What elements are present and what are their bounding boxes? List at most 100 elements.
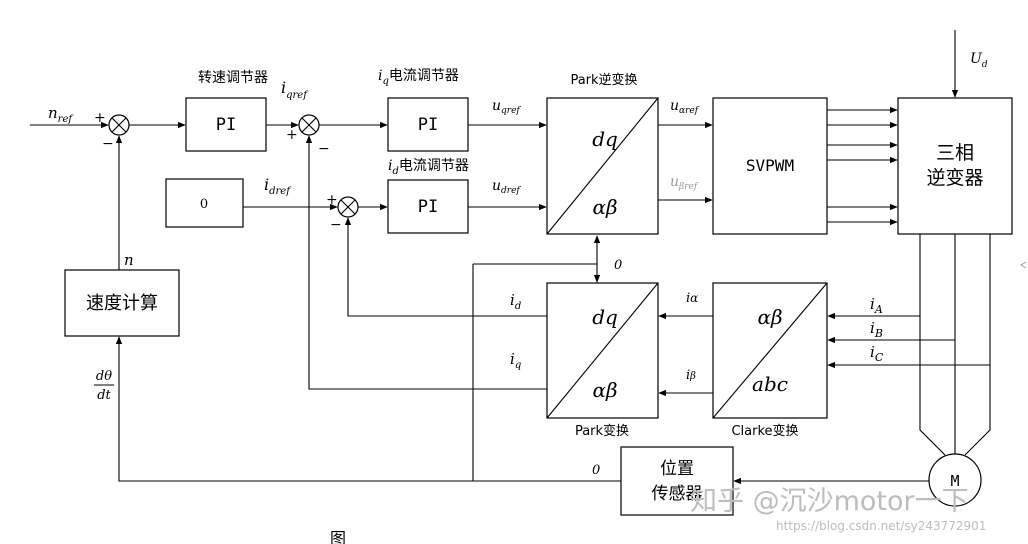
park-diagonal — [546, 282, 659, 419]
id-pi-label: PI — [418, 197, 438, 217]
theta-zero-bottom-label: 0 — [592, 463, 600, 478]
iq-feedback-label: iq — [510, 350, 521, 371]
nref-sym: n — [48, 104, 58, 122]
ic-label: iC — [870, 343, 884, 364]
ia-sub: A — [874, 303, 883, 316]
ia-label: iA — [870, 295, 883, 316]
park-inverse-title: Park逆变换 — [570, 72, 637, 88]
ud-sym: U — [970, 51, 983, 67]
theta-zero-top-label: 0 — [614, 258, 622, 273]
phase-a-line — [919, 234, 946, 456]
speed-pi-block — [185, 97, 267, 152]
zhihu-watermark: 知乎 @沉沙motor一下 — [690, 486, 969, 517]
id-pi-block — [387, 179, 469, 234]
ualpharef-sym: u — [670, 98, 679, 114]
inverter-block — [897, 97, 1013, 235]
iqref-label: iqref — [281, 78, 309, 101]
id-regulator-title: id电流调节器 — [388, 158, 469, 177]
iq-regulator-text: 电流调节器 — [389, 68, 459, 84]
clarke-title: Clarke变换 — [731, 423, 798, 439]
speed-pi-label: PI — [216, 115, 236, 135]
iq-sum-junction — [298, 114, 320, 136]
ialpha-sym: i — [686, 291, 690, 306]
udref-label: udref — [492, 178, 521, 196]
svpwm-label: SVPWM — [746, 156, 794, 175]
ic-sym: i — [870, 343, 875, 361]
iq-pi-block — [387, 97, 469, 152]
idref-label: idref — [264, 175, 292, 197]
id-sum-junction — [337, 196, 359, 218]
ialpha-sub: α — [690, 291, 698, 305]
iq-regulator-title: iq电流调节器 — [378, 68, 459, 87]
ibeta-label: iβ — [686, 368, 696, 383]
udref-sym: u — [492, 178, 501, 194]
iqref-sub: qref — [286, 90, 309, 101]
position-sensor-label-line1: 位置 — [660, 459, 694, 479]
ubetaref-label: uβref — [670, 174, 699, 192]
nref-sub: ref — [58, 114, 75, 125]
sum3-minus-sign: − — [330, 217, 342, 233]
svpwm-block — [712, 97, 828, 235]
park-inverse-bottom-label: αβ — [592, 195, 617, 219]
iq-pi-label: PI — [418, 115, 438, 135]
iq-sym: i — [510, 350, 515, 368]
id-feedback-label: id — [510, 291, 521, 312]
edge-arrow-icon — [1020, 261, 1027, 269]
park-bottom-label: αβ — [592, 378, 617, 402]
clarke-diagonal — [712, 282, 828, 419]
uqref-label: uqref — [492, 98, 521, 116]
uqref-sym: u — [492, 98, 501, 114]
speed-calc-label: 速度计算 — [86, 293, 158, 314]
park-inverse-top-label: dq — [592, 127, 618, 151]
ualpharef-label: uαref — [670, 98, 700, 116]
position-sensor-block — [620, 446, 734, 516]
nref-label: nref — [48, 104, 74, 125]
sum3-plus-sign: + — [326, 192, 338, 208]
ic-sub: C — [875, 351, 884, 364]
ud-sub: d — [982, 60, 988, 70]
ialpha-label: iα — [686, 291, 698, 306]
sum2-minus-sign: − — [318, 141, 330, 157]
id-feedback-line — [344, 217, 547, 317]
ud-label: Ud — [970, 51, 988, 70]
dt-label: dt — [97, 388, 111, 403]
idref-sym: i — [264, 175, 269, 194]
motor-label: M — [950, 472, 959, 490]
ubetaref-sym: u — [670, 174, 679, 190]
iqref-sym: i — [281, 78, 286, 97]
sum2-plus-sign: + — [286, 127, 298, 143]
speed-regulator-title: 转速调节器 — [198, 70, 268, 86]
ib-sub: B — [874, 327, 883, 340]
ibeta-sym: i — [686, 368, 690, 383]
svpwm-to-inverter-pwm-lines — [827, 106, 898, 226]
n-feedback-label: n — [124, 251, 134, 269]
phase-c-line — [964, 234, 991, 456]
park-top-label: dq — [592, 305, 618, 329]
iq-sub: q — [515, 360, 521, 371]
iq-feedback-line — [305, 135, 547, 390]
zero-reference-label: 0 — [200, 197, 208, 212]
ualpharef-sub: αref — [679, 106, 700, 116]
sum1-minus-sign: − — [102, 136, 114, 152]
sensor-to-speed-calc — [115, 336, 621, 482]
id-regulator-text: 电流调节器 — [399, 158, 469, 174]
ia-sym: i — [870, 295, 875, 313]
id-sym: i — [510, 291, 515, 309]
position-sensor-label-line2: 传感器 — [652, 484, 703, 504]
speed-sum-junction — [108, 114, 130, 136]
id-regulator-sym: i — [388, 158, 392, 174]
park-title: Park变换 — [575, 423, 629, 439]
uqref-sub: qref — [501, 106, 521, 116]
ibeta-sub: β — [689, 371, 696, 382]
zero-reference-block — [165, 178, 244, 228]
inverter-label-line1: 三相 — [936, 142, 974, 164]
ubetaref-sub: βref — [678, 182, 699, 192]
udref-sub: dref — [501, 186, 521, 196]
id-regulator-sub: d — [392, 166, 398, 177]
clarke-top-label: αβ — [757, 305, 782, 329]
idref-sub: dref — [269, 186, 292, 197]
csdn-watermark: https://blog.csdn.net/sy243772901 — [776, 519, 986, 533]
ib-sym: i — [870, 319, 875, 337]
id-sub: d — [515, 301, 521, 312]
